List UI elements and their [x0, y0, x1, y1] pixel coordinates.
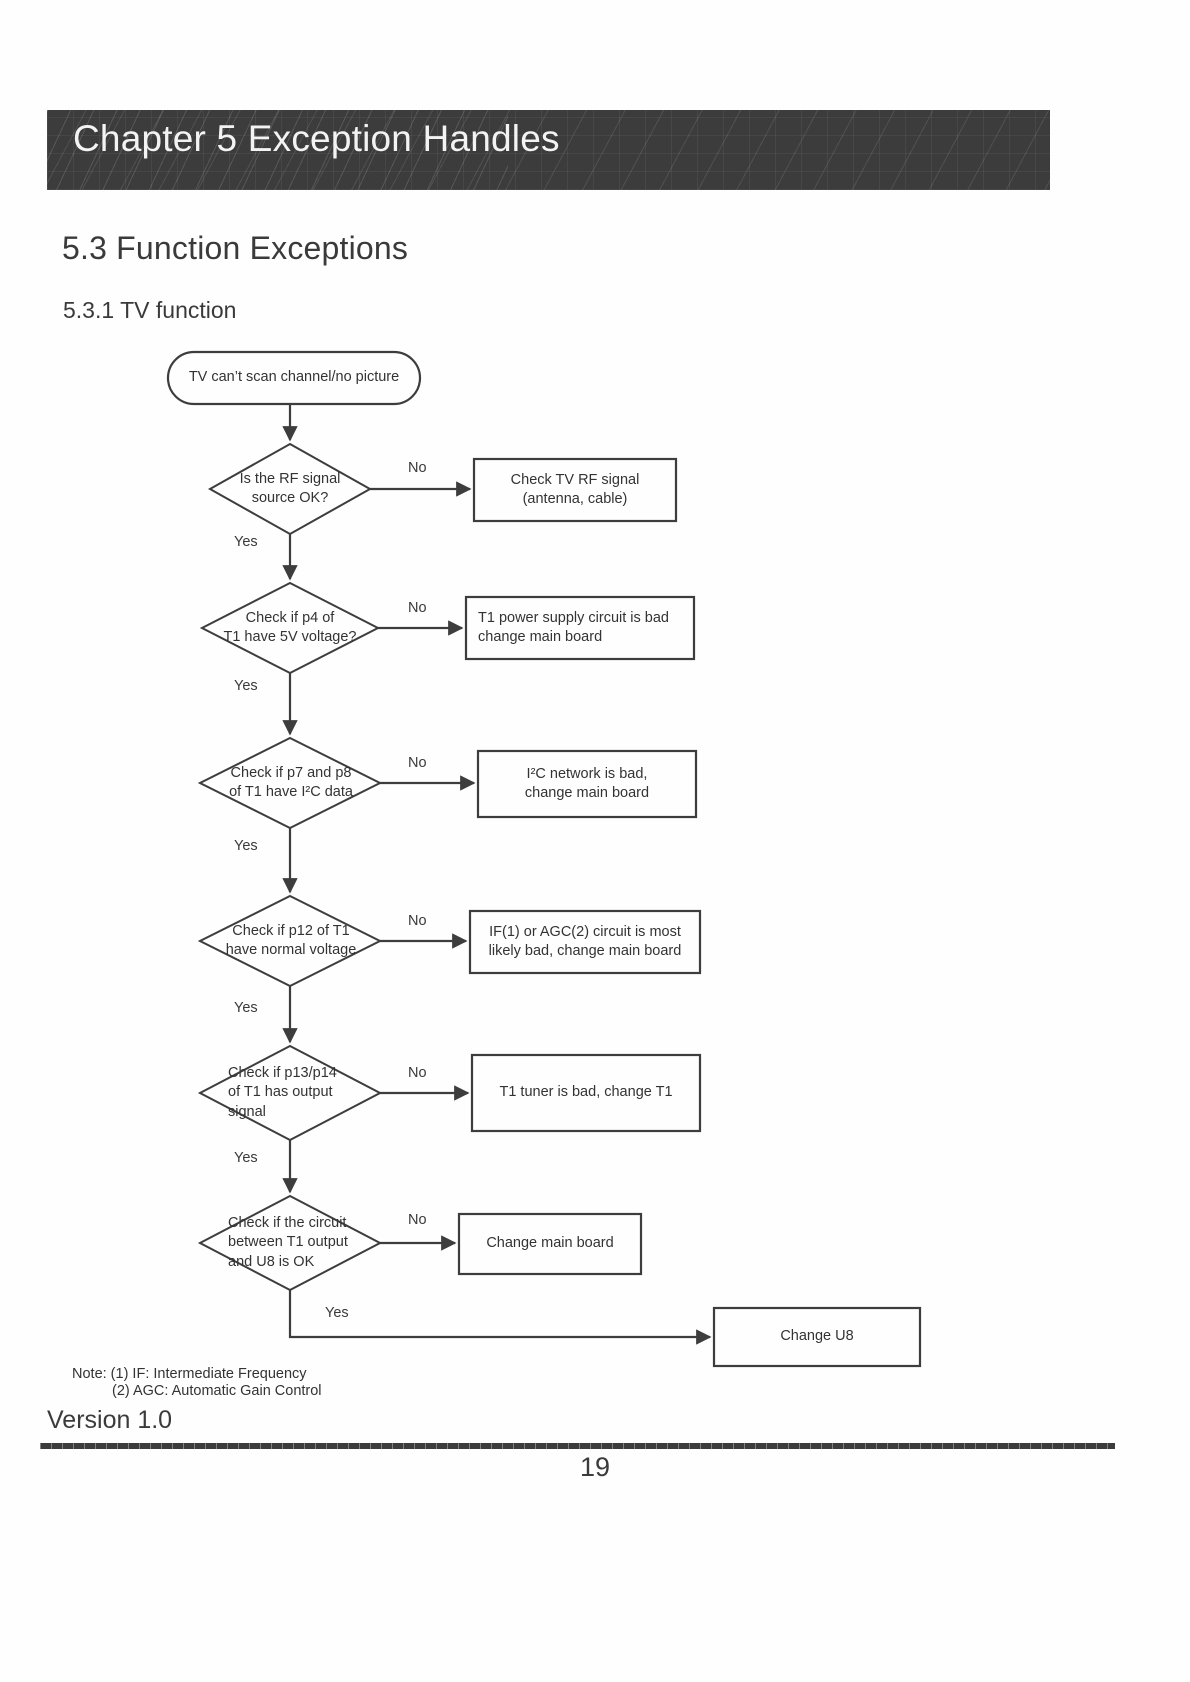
- branch-label-yes-5: Yes: [234, 1150, 258, 1166]
- document-version: Version 1.0: [47, 1406, 173, 1434]
- page-number: 19: [579, 1452, 611, 1482]
- section-heading: 5.3 Function Exceptions: [62, 230, 409, 266]
- branch-label-no-4: No: [408, 913, 427, 929]
- branch-label-no-2: No: [408, 600, 427, 616]
- branch-label-no-1: No: [408, 460, 427, 476]
- branch-label-yes-6: Yes: [325, 1305, 349, 1321]
- note-line-2: (2) AGC: Automatic Gain Control: [112, 1383, 322, 1399]
- branch-label-no-3: No: [408, 755, 427, 771]
- chapter-title: Chapter 5 Exception Handles: [73, 118, 560, 159]
- footer-rule: [40, 1443, 1115, 1449]
- chapter-banner: Chapter 5 Exception Handles: [47, 110, 1050, 190]
- branch-label-no-5: No: [408, 1065, 427, 1081]
- note-line-1: Note: (1) IF: Intermediate Frequency: [72, 1366, 307, 1382]
- branch-label-yes-4: Yes: [234, 1000, 258, 1016]
- branch-label-yes-3: Yes: [234, 838, 258, 854]
- subsection-heading: 5.3.1 TV function: [63, 297, 237, 323]
- branch-label-no-6: No: [408, 1212, 427, 1228]
- branch-label-yes-1: Yes: [234, 534, 258, 550]
- branch-label-yes-2: Yes: [234, 678, 258, 694]
